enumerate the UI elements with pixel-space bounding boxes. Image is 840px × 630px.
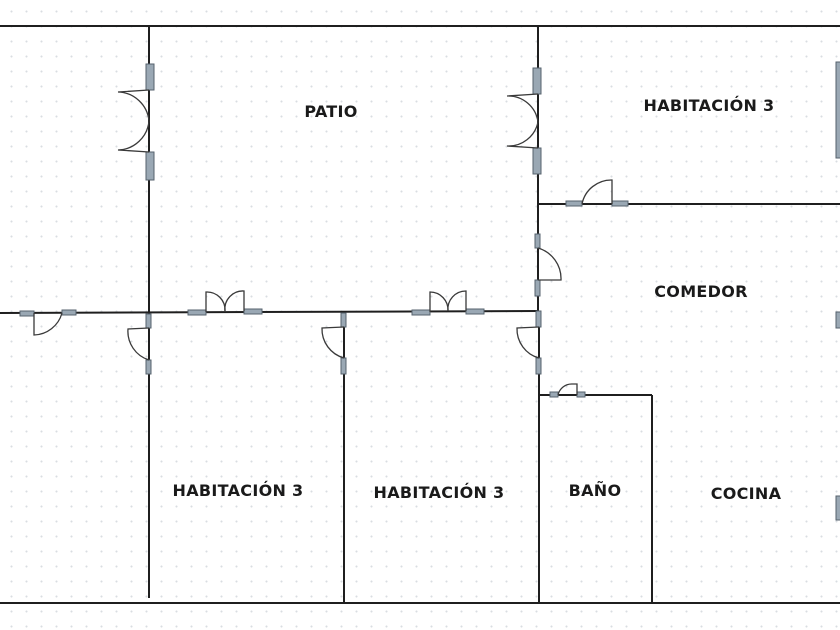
door-left-hall[interactable] (19, 309, 77, 336)
double-door-hall-left[interactable] (187, 290, 263, 316)
horizontal-hall-wall (0, 310, 539, 314)
door-habitacion-top-right[interactable] (565, 179, 629, 207)
double-door-patio-left[interactable] (117, 63, 155, 181)
right-edge-jamb-top (835, 61, 840, 159)
room-label-bano: BAÑO (569, 481, 622, 500)
room-label-habitacion-bottom-left: HABITACIÓN 3 (173, 481, 304, 500)
room-label-comedor: COMEDOR (654, 282, 748, 301)
door-bano[interactable] (549, 383, 586, 398)
room-label-habitacion-top-right: HABITACIÓN 3 (644, 96, 775, 115)
right-edge-jamb-bottom (835, 495, 840, 521)
room-label-habitacion-bottom-middle: HABITACIÓN 3 (374, 483, 505, 502)
right-edge-jamb-middle (835, 311, 840, 329)
door-comedor-lower[interactable] (516, 310, 542, 375)
door-comedor-left[interactable] (534, 233, 562, 297)
double-door-hall-right[interactable] (411, 290, 485, 316)
door-habitacion-bottom-middle[interactable] (321, 312, 347, 375)
room-label-patio: PATIO (304, 102, 357, 121)
door-habitacion-bottom-left[interactable] (127, 313, 152, 375)
room-label-cocina: COCINA (711, 484, 782, 503)
double-door-patio-right[interactable] (506, 67, 542, 175)
